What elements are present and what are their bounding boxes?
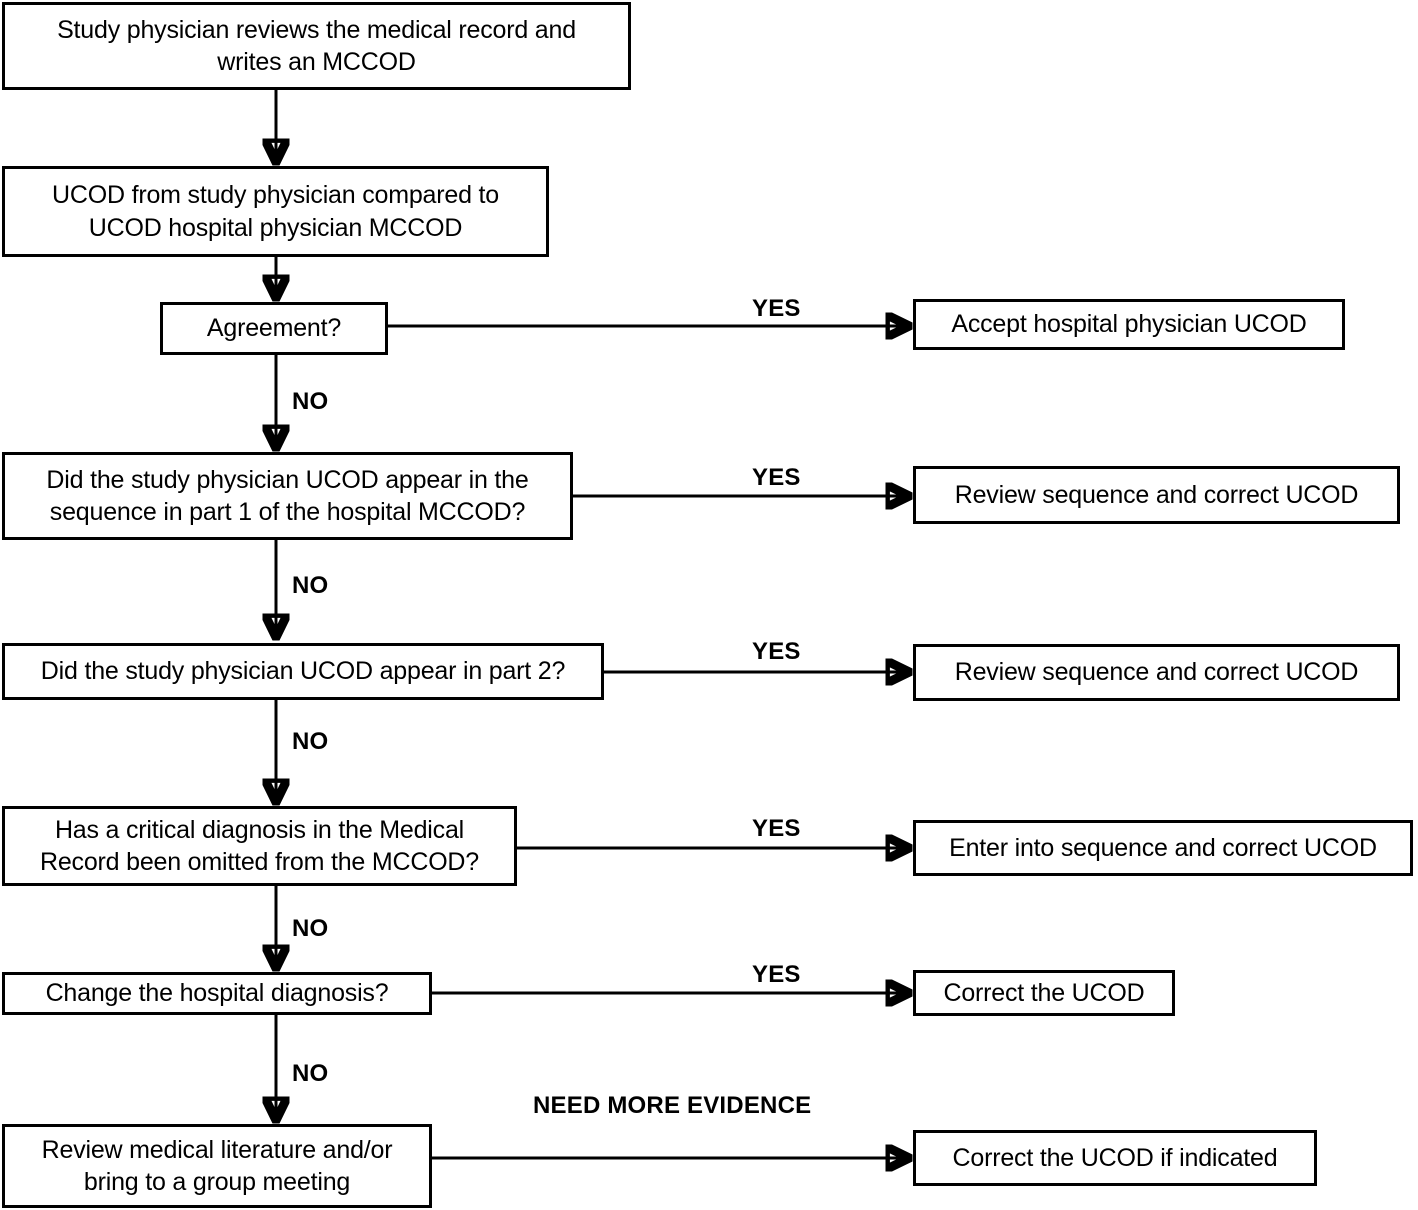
edge-label-no-change: NO [292,1060,329,1087]
edge-label-yes-part1: YES [752,464,801,491]
node-review-sequence-correct-ucod-2[interactable]: Review sequence and correct UCOD [913,644,1400,701]
edge-label-no-agreement: NO [292,388,329,415]
node-part2-decision[interactable]: Did the study physician UCOD appear in p… [2,643,604,700]
edge-label-no-part2: NO [292,728,329,755]
node-start[interactable]: Study physician reviews the medical reco… [2,2,631,90]
node-enter-into-sequence-correct-ucod[interactable]: Enter into sequence and correct UCOD [913,820,1413,876]
edge-label-yes-change: YES [752,961,801,988]
edge-label-no-part1: NO [292,572,329,599]
node-critical-diagnosis-decision[interactable]: Has a critical diagnosis in the Medical … [2,806,517,886]
node-correct-the-ucod[interactable]: Correct the UCOD [913,970,1175,1016]
edge-label-yes-critical: YES [752,815,801,842]
node-compare-ucod[interactable]: UCOD from study physician compared to UC… [2,166,549,257]
node-review-sequence-correct-ucod-1[interactable]: Review sequence and correct UCOD [913,466,1400,524]
node-part1-decision[interactable]: Did the study physician UCOD appear in t… [2,452,573,540]
node-correct-ucod-if-indicated[interactable]: Correct the UCOD if indicated [913,1130,1317,1186]
node-change-hospital-diagnosis-decision[interactable]: Change the hospital diagnosis? [2,972,432,1015]
node-agreement-decision[interactable]: Agreement? [160,302,388,355]
node-review-literature-group-meeting[interactable]: Review medical literature and/or bring t… [2,1124,432,1208]
edge-label-yes-agreement: YES [752,295,801,322]
node-accept-hospital-ucod[interactable]: Accept hospital physician UCOD [913,299,1345,350]
edge-label-need-more-evidence: NEED MORE EVIDENCE [533,1092,812,1119]
edge-label-no-critical: NO [292,915,329,942]
edge-label-yes-part2: YES [752,638,801,665]
